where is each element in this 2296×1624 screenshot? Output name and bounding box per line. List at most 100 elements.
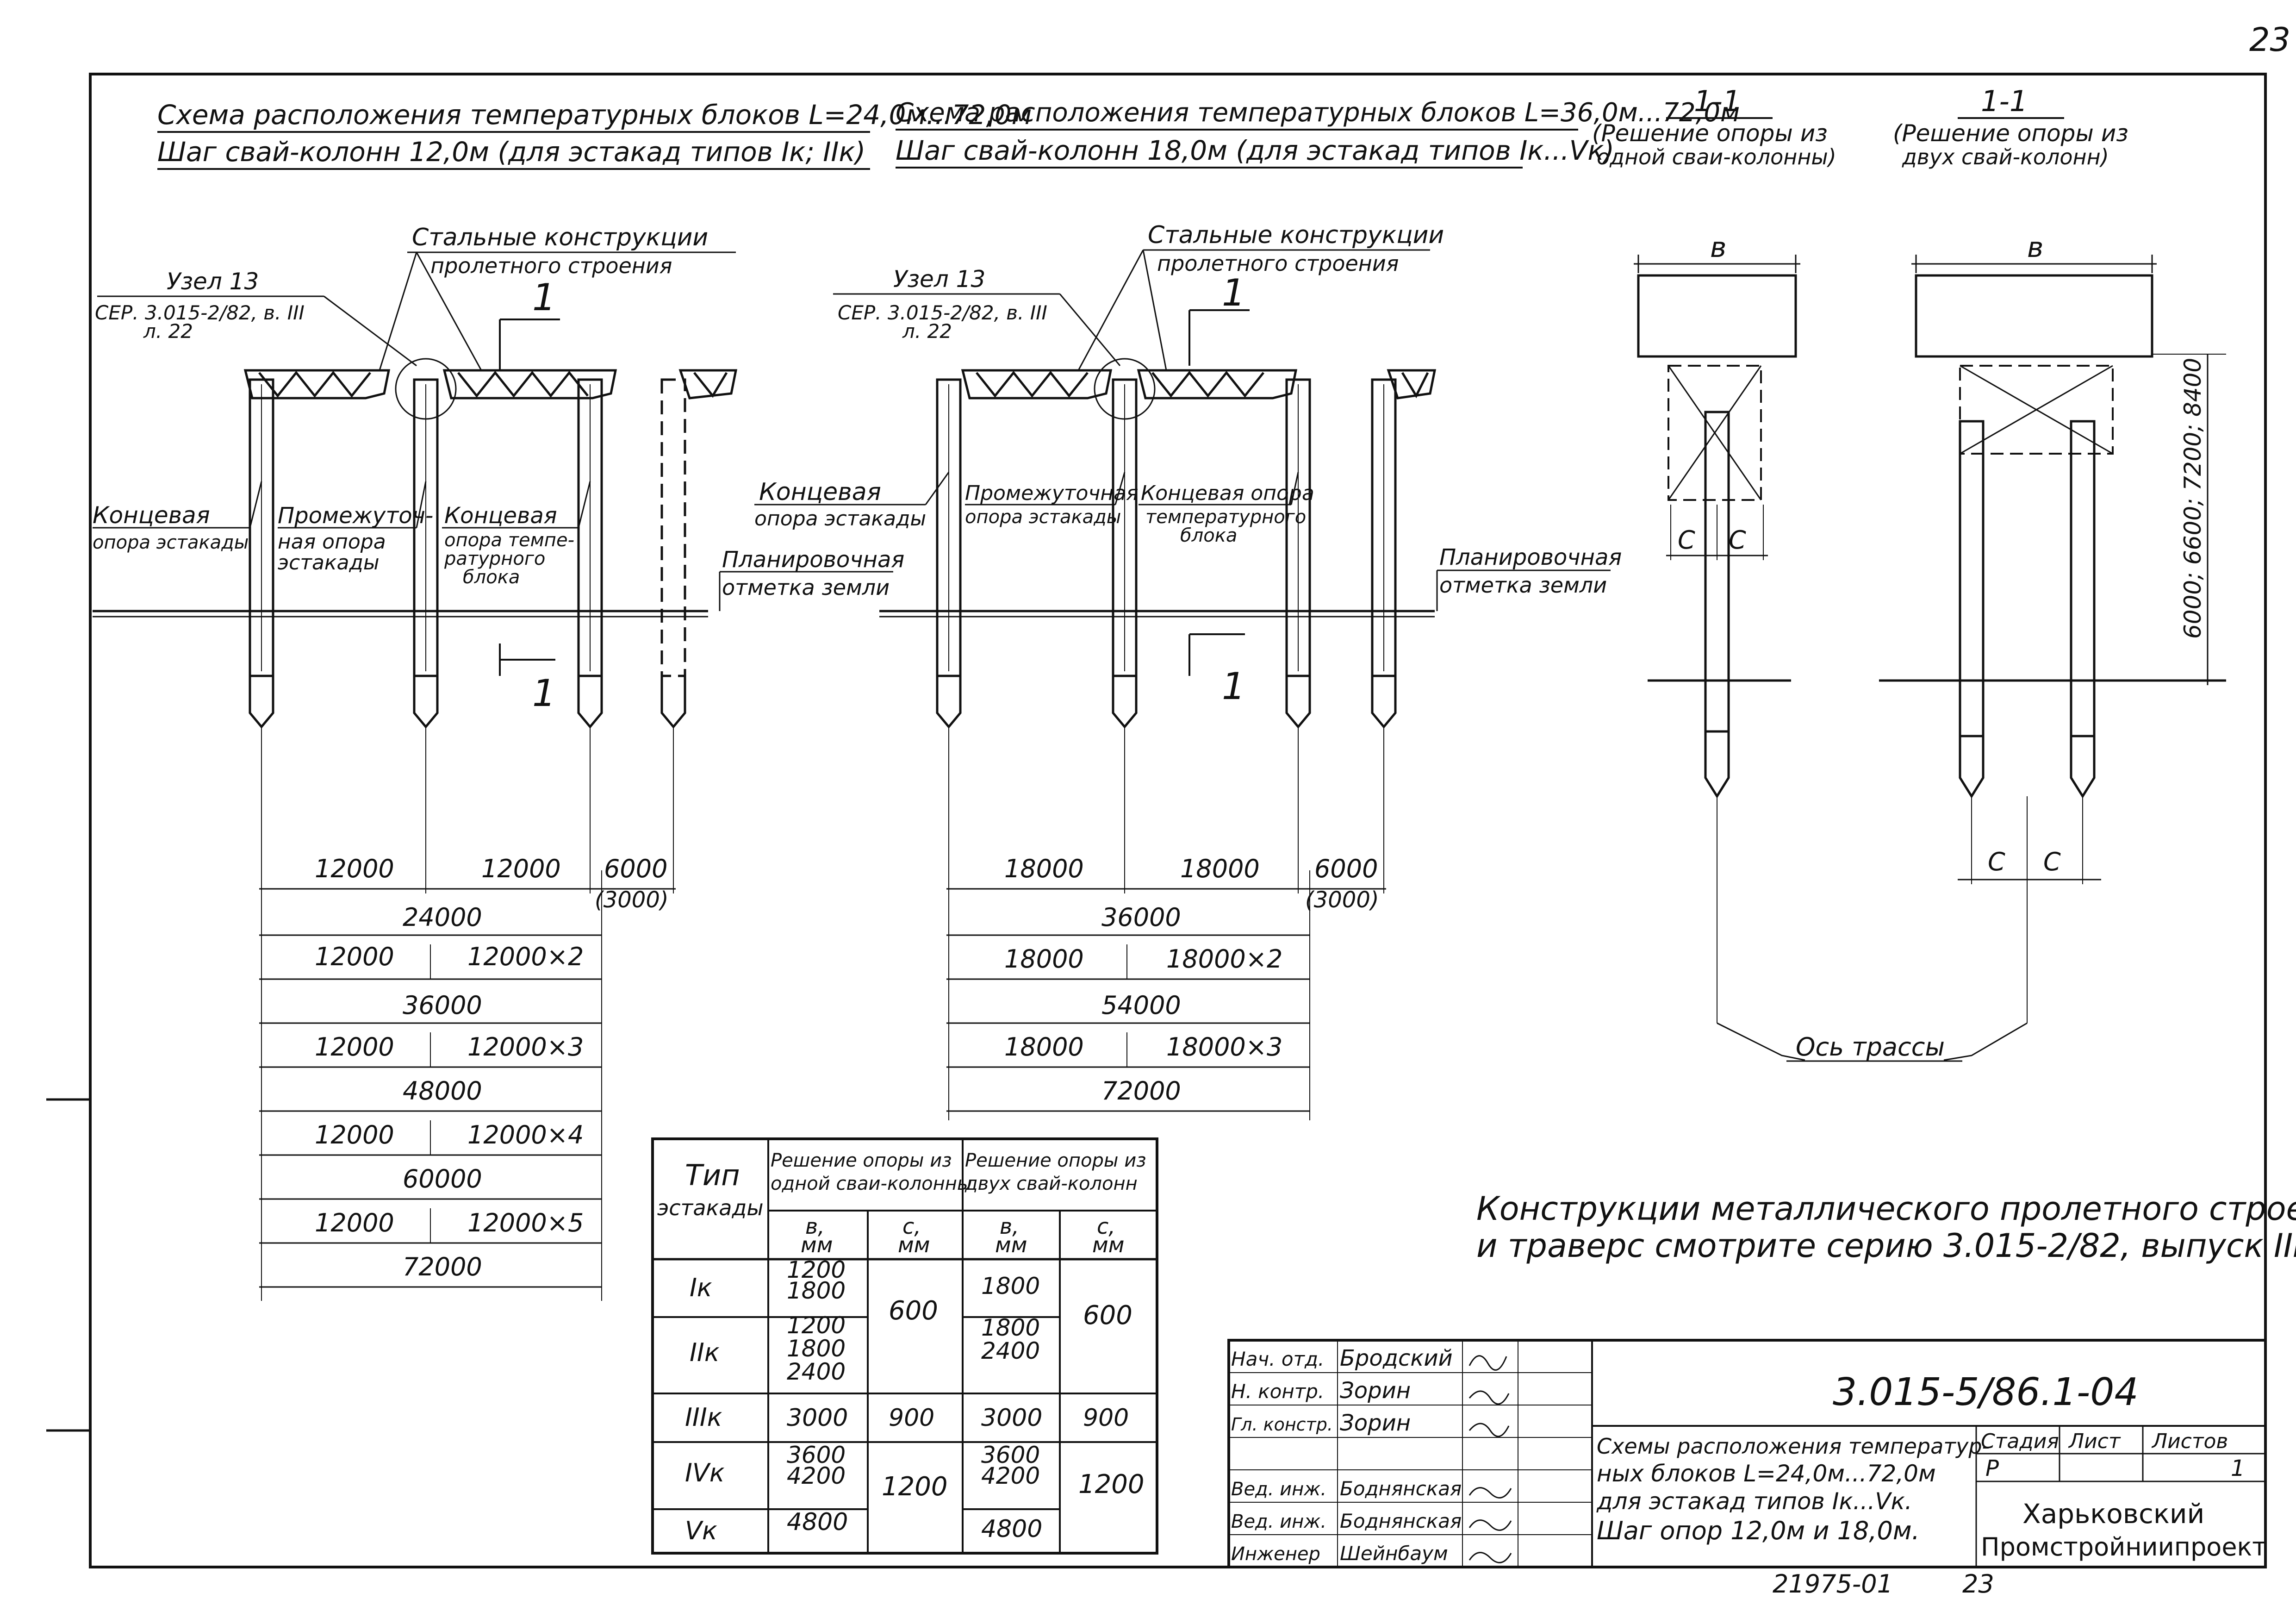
- table-header: мм: [1092, 1232, 1124, 1257]
- dim-text: 12000×4: [467, 1120, 584, 1149]
- table-header: в,: [805, 1214, 825, 1239]
- dim-text: 12000: [315, 942, 394, 971]
- table-cell: 900: [1083, 1404, 1129, 1432]
- dim-text: (3000): [1305, 887, 1379, 913]
- pile-column: [936, 378, 962, 729]
- table-cell: 4800: [981, 1515, 1042, 1543]
- drawing-title: Схемы расположения температур-: [1597, 1434, 1990, 1459]
- dim-text: 12000: [315, 1032, 394, 1062]
- table-cell: 1200: [787, 1256, 846, 1283]
- signature-mark: [1468, 1355, 1512, 1563]
- corner-page-number: 23: [2249, 21, 2290, 59]
- stamp-label: Лист: [2068, 1430, 2121, 1453]
- pile-label: опора эстакады: [93, 532, 249, 553]
- stamp-role: Гл. констр.: [1231, 1414, 1333, 1435]
- note-text: и траверс смотрите серию 3.015-2/82, вып…: [1476, 1227, 2296, 1265]
- section-two-piles: 1-1 (Решение опоры из двух свай-колонн) …: [1879, 84, 2226, 884]
- table-cell: 4200: [981, 1462, 1040, 1489]
- table-cell: 600: [889, 1296, 938, 1326]
- ground-label: отметка земли: [1439, 573, 1607, 598]
- drawing-code: 3.015-5/86.1-04: [1833, 1370, 2139, 1414]
- dim-text: 12000: [481, 854, 561, 883]
- organization-name: Промстройниипроект: [1981, 1532, 2267, 1562]
- dim-text: 12000×3: [467, 1032, 584, 1062]
- dim-text: 12000: [315, 1208, 394, 1237]
- archive-code: 21975-01: [1773, 1569, 1893, 1599]
- drawing-title: Шаг опор 12,0м и 18,0м.: [1597, 1516, 1920, 1545]
- dim-row: 12000 12000×3 48000: [259, 1032, 602, 1112]
- dim-row: 24000 12000 12000×2 36000: [259, 903, 602, 1024]
- organization-name: Харьковский: [2022, 1498, 2204, 1530]
- section-subtitle: (Решение опоры из: [1893, 120, 2128, 147]
- table-header: с,: [902, 1214, 921, 1239]
- dim-b: в: [2027, 231, 2043, 264]
- pile-label: Концевая: [759, 478, 881, 506]
- pile-label: Промежуточная: [965, 481, 1139, 505]
- pile-label: ная опора: [278, 530, 386, 554]
- pile-cap: [1668, 365, 1762, 501]
- dim-row: 12000 12000×4 60000: [259, 1120, 602, 1200]
- dim-b: в: [1710, 231, 1726, 264]
- table-cell: 4200: [787, 1462, 846, 1489]
- pile-label: Концевая: [444, 503, 557, 529]
- dim-text: 18000×3: [1166, 1032, 1282, 1062]
- dim-c: С: [1988, 847, 2005, 876]
- stamp-name: Боднянская: [1340, 1510, 1462, 1532]
- node-ref: СЕР. 3.015-2/82, в. III: [95, 301, 305, 324]
- table-cell: 4800: [787, 1508, 848, 1536]
- table-cell: 3000: [981, 1404, 1042, 1432]
- table-header: с,: [1097, 1214, 1115, 1239]
- stamp-role: Инженер: [1231, 1543, 1320, 1565]
- table-cell: Vк: [685, 1516, 717, 1545]
- dim-row: 12000 12000×5 72000: [259, 1208, 602, 1288]
- pile-label: Концевая: [93, 502, 210, 529]
- dim-text: 6000: [1314, 854, 1378, 883]
- truss: [961, 369, 1113, 400]
- dim-text: 36000: [403, 991, 482, 1020]
- section-subtitle: двух свай-колонн): [1902, 144, 2109, 169]
- bottom-page-number: 23: [1962, 1569, 1994, 1599]
- node-ref: Узел 13: [167, 268, 259, 295]
- section-mark: 1: [532, 672, 556, 715]
- dim-text: 72000: [1101, 1076, 1181, 1106]
- table-cell: IVк: [685, 1458, 725, 1487]
- pile-label: опора эстакады: [754, 507, 926, 531]
- steel-label: пролетного строения: [430, 253, 672, 278]
- ground-label: отметка земли: [722, 575, 890, 600]
- section-mark: 1: [1222, 665, 1245, 708]
- pile-label: блока: [1180, 525, 1237, 546]
- dim-text: 12000: [315, 854, 394, 883]
- section-subtitle: одной сваи-колонны): [1597, 144, 1836, 169]
- stamp-name: Шейнбаум: [1340, 1542, 1448, 1565]
- pile-label: опора темпе-: [444, 530, 574, 551]
- title-block: Нач. отд. Н. контр. Гл. констр. Вед. инж…: [1227, 1339, 2267, 1568]
- support-table: Тип эстакады Решение опоры из одной сваи…: [651, 1137, 1158, 1555]
- table-header: Решение опоры из: [771, 1150, 952, 1171]
- pile-column: [1704, 411, 1730, 733]
- note-text: Конструкции металлического пролетного ст…: [1476, 1190, 2296, 1228]
- drawing-title: ных блоков L=24,0м...72,0м: [1597, 1460, 1936, 1487]
- pile-label: опора эстакады: [965, 506, 1121, 528]
- table-cell: 600: [1083, 1300, 1132, 1330]
- table-header: мм: [898, 1232, 930, 1257]
- dim-row: 18000 18000 6000 (3000): [946, 854, 1386, 913]
- dim-text: 12000: [315, 1120, 394, 1149]
- section-title: 1-1: [1981, 84, 2028, 118]
- dim-c: С: [1678, 525, 1695, 555]
- section-subtitle: (Решение опоры из: [1592, 120, 1828, 147]
- section-mark: 1: [1222, 271, 1245, 314]
- scheme-18m: Схема расположения температурных блоков …: [754, 98, 1740, 1120]
- stamp-value: Р: [1985, 1455, 1999, 1481]
- route-axis: Ось трассы: [1717, 796, 2028, 1062]
- table-cell: 1200: [1078, 1469, 1145, 1499]
- pile-cap: [1959, 365, 2114, 455]
- scheme-subtitle: Шаг свай-колонн 12,0м (для эстакад типов…: [157, 136, 865, 168]
- stamp-name: Боднянская: [1340, 1477, 1462, 1500]
- node-ref: л. 22: [902, 320, 952, 343]
- truss: [1137, 369, 1298, 400]
- dim-text: 18000: [1180, 854, 1260, 883]
- dim-text: (3000): [595, 887, 669, 913]
- table-header: одной сваи-колонны: [771, 1173, 972, 1194]
- pile-column: [1959, 420, 1985, 737]
